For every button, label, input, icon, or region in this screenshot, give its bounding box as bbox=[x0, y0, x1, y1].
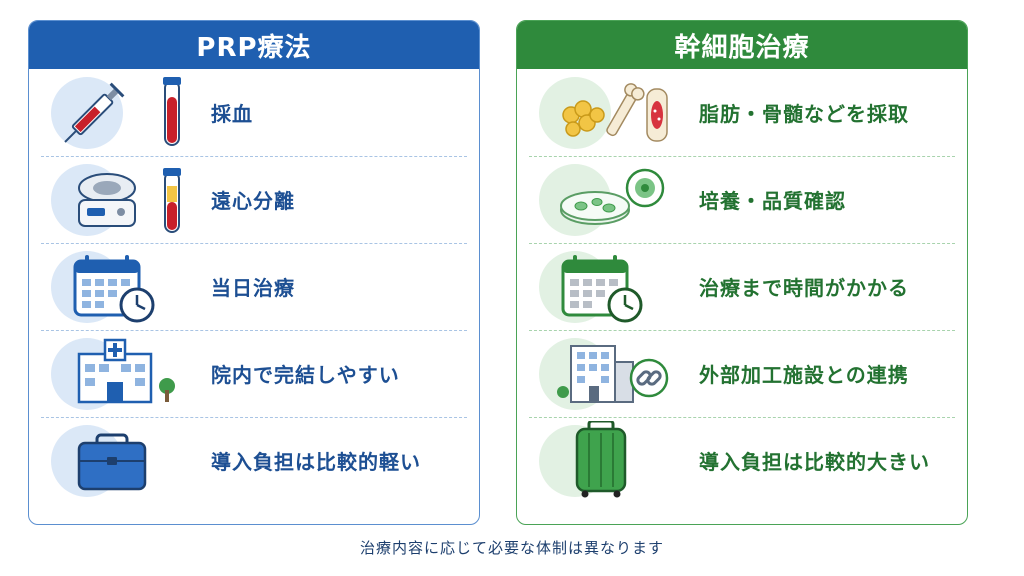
list-item: 導入負担は比較的大きい bbox=[517, 417, 967, 504]
row-label: 当日治療 bbox=[211, 276, 295, 300]
centrifuge-icon bbox=[29, 156, 189, 243]
prp-panel-title: PRP療法 bbox=[29, 21, 479, 69]
briefcase-icon bbox=[29, 417, 189, 504]
list-item: 脂肪・骨髄などを採取 bbox=[517, 69, 967, 156]
row-label: 院内で完結しやすい bbox=[211, 363, 400, 387]
list-item: 遠心分離 bbox=[29, 156, 479, 243]
list-item: 外部加工施設との連携 bbox=[517, 330, 967, 417]
row-label: 遠心分離 bbox=[211, 189, 295, 213]
petri-dish-cell-icon bbox=[517, 156, 677, 243]
stem-cell-steps-list: 脂肪・骨髄などを採取 培養・品質確認 bbox=[517, 69, 967, 504]
syringe-blood-tube-icon bbox=[29, 69, 189, 156]
list-item: 当日治療 bbox=[29, 243, 479, 330]
list-item: 治療まで時間がかかる bbox=[517, 243, 967, 330]
row-label: 培養・品質確認 bbox=[699, 189, 846, 213]
stem-cell-panel: 幹細胞治療 bbox=[516, 20, 968, 525]
prp-panel: PRP療法 bbox=[28, 20, 480, 525]
list-item: 導入負担は比較的軽い bbox=[29, 417, 479, 504]
row-label: 採血 bbox=[211, 102, 253, 126]
suitcase-icon bbox=[517, 417, 677, 504]
row-label: 治療まで時間がかかる bbox=[699, 276, 909, 300]
footer-note: 治療内容に応じて必要な体制は異なります bbox=[359, 539, 664, 557]
hospital-icon bbox=[29, 330, 189, 417]
row-label: 導入負担は比較的大きい bbox=[699, 450, 930, 474]
prp-steps-list: 採血 遠心分離 bbox=[29, 69, 479, 504]
list-item: 採血 bbox=[29, 69, 479, 156]
stem-cell-panel-title: 幹細胞治療 bbox=[517, 21, 967, 69]
building-link-icon bbox=[517, 330, 677, 417]
row-label: 外部加工施設との連携 bbox=[699, 363, 909, 387]
row-label: 導入負担は比較的軽い bbox=[211, 450, 421, 474]
fat-bone-marrow-icon bbox=[517, 69, 677, 156]
calendar-clock-icon bbox=[29, 243, 189, 330]
calendar-clock-icon bbox=[517, 243, 677, 330]
row-label: 脂肪・骨髄などを採取 bbox=[699, 102, 909, 126]
list-item: 院内で完結しやすい bbox=[29, 330, 479, 417]
list-item: 培養・品質確認 bbox=[517, 156, 967, 243]
